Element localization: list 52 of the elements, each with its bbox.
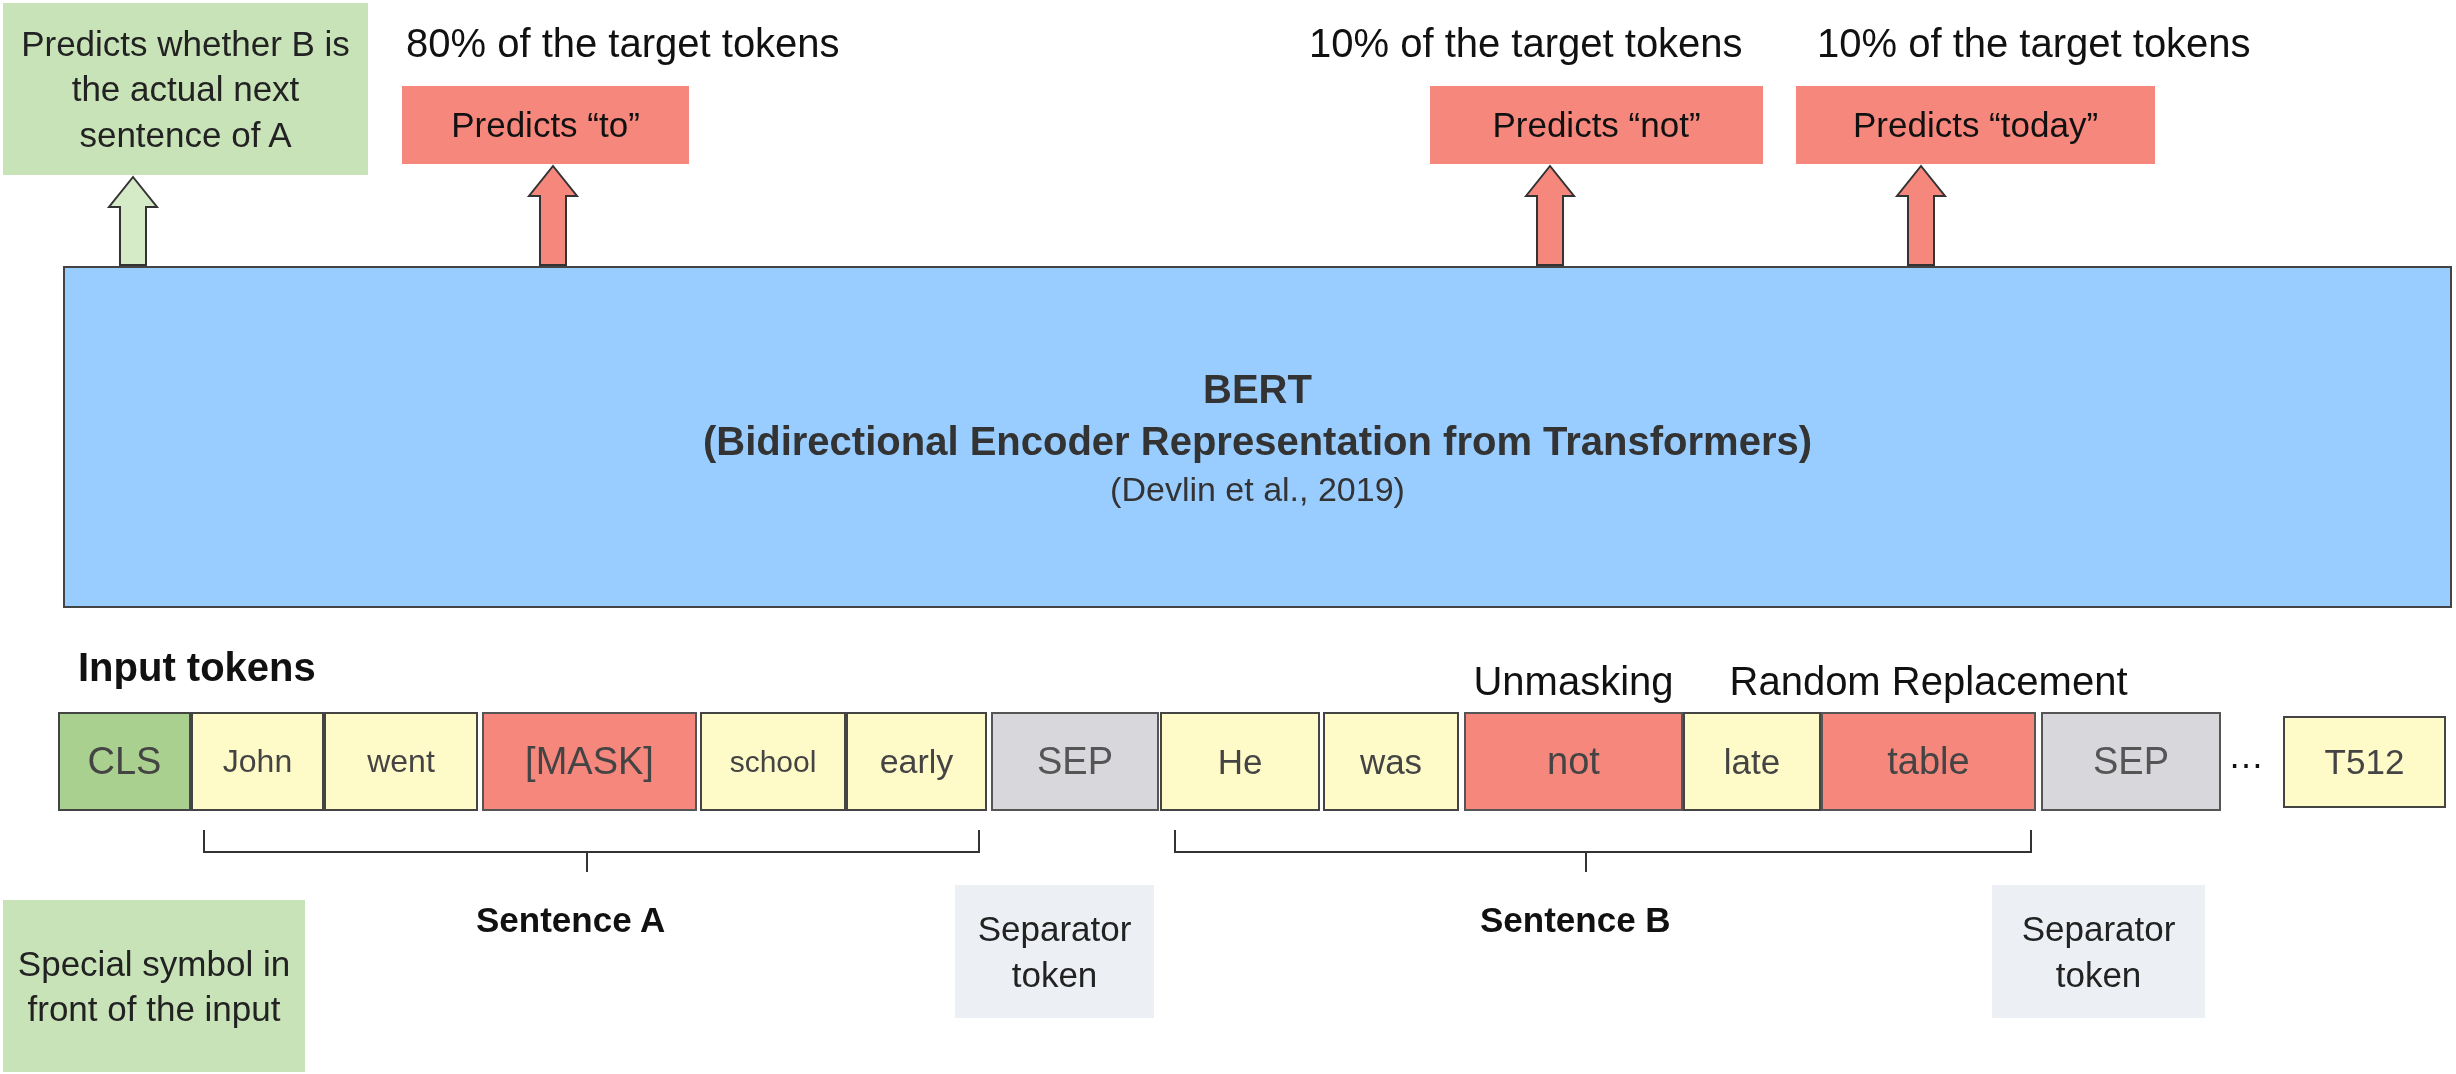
- node-label: was: [1359, 740, 1423, 783]
- bracket-label: Sentence A: [476, 900, 666, 940]
- token-box: [1323, 712, 1459, 811]
- node-label: went: [367, 741, 435, 781]
- token-box: [991, 712, 1159, 811]
- node-label: SEP: [1036, 738, 1113, 784]
- node-label: Special symbol in front of the input: [16, 942, 292, 1030]
- token-box: [700, 712, 846, 811]
- model-subtitle: (Bidirectional Encoder Representation from Transformers): [702, 417, 1813, 465]
- node-label: He: [1217, 740, 1263, 783]
- annotation: 10% of the target tokens: [1817, 21, 2251, 66]
- block-arrow: [1523, 164, 1577, 266]
- token-box: [482, 712, 697, 811]
- node-label: [MASK]: [525, 738, 654, 784]
- section-label: Input tokens: [78, 645, 316, 690]
- node-label: early: [879, 741, 954, 783]
- node-label: John: [222, 741, 293, 781]
- token-box: [58, 712, 191, 811]
- citation: (Devlin et al., 2019): [1110, 468, 1405, 510]
- node-label: table: [1887, 738, 1970, 784]
- token-box: [191, 712, 324, 811]
- note-box: [3, 3, 368, 175]
- ellipsis: …: [2228, 735, 2264, 777]
- annotation: Unmasking: [1473, 659, 1674, 704]
- model-name: BERT: [1203, 365, 1312, 413]
- block-arrow: [1894, 164, 1948, 266]
- token-box: [2283, 716, 2446, 808]
- token-box: [2041, 712, 2221, 811]
- node-label: Predicts whether B is the actual next sentence of A: [20, 22, 351, 156]
- node-label: Separator token: [976, 908, 1133, 996]
- block-arrow: [526, 164, 580, 266]
- node-label: school: [729, 744, 817, 780]
- annotation: 80% of the target tokens: [406, 21, 840, 66]
- annotation: 10% of the target tokens: [1309, 21, 1743, 66]
- node-label: SEP: [2092, 738, 2169, 784]
- node-label: CLS: [87, 738, 162, 784]
- block-arrow: [106, 175, 160, 266]
- node-label: not: [1547, 738, 1600, 784]
- node-label: late: [1723, 740, 1781, 783]
- bracket-label: Sentence B: [1480, 900, 1671, 940]
- token-box: [1160, 712, 1320, 811]
- node-label: Predicts “today”: [1852, 104, 2099, 147]
- node-label: Separator token: [2020, 908, 2177, 996]
- model-box: [63, 266, 2452, 608]
- token-box: [1683, 712, 1821, 811]
- token-box: [846, 712, 987, 811]
- node-label: T512: [2324, 741, 2405, 784]
- node-label: Predicts “to”: [451, 104, 640, 147]
- node-label: Predicts “not”: [1492, 104, 1701, 147]
- annotation: Random Replacement: [1729, 659, 2128, 704]
- note-box: [3, 900, 305, 1072]
- token-box: [324, 712, 478, 811]
